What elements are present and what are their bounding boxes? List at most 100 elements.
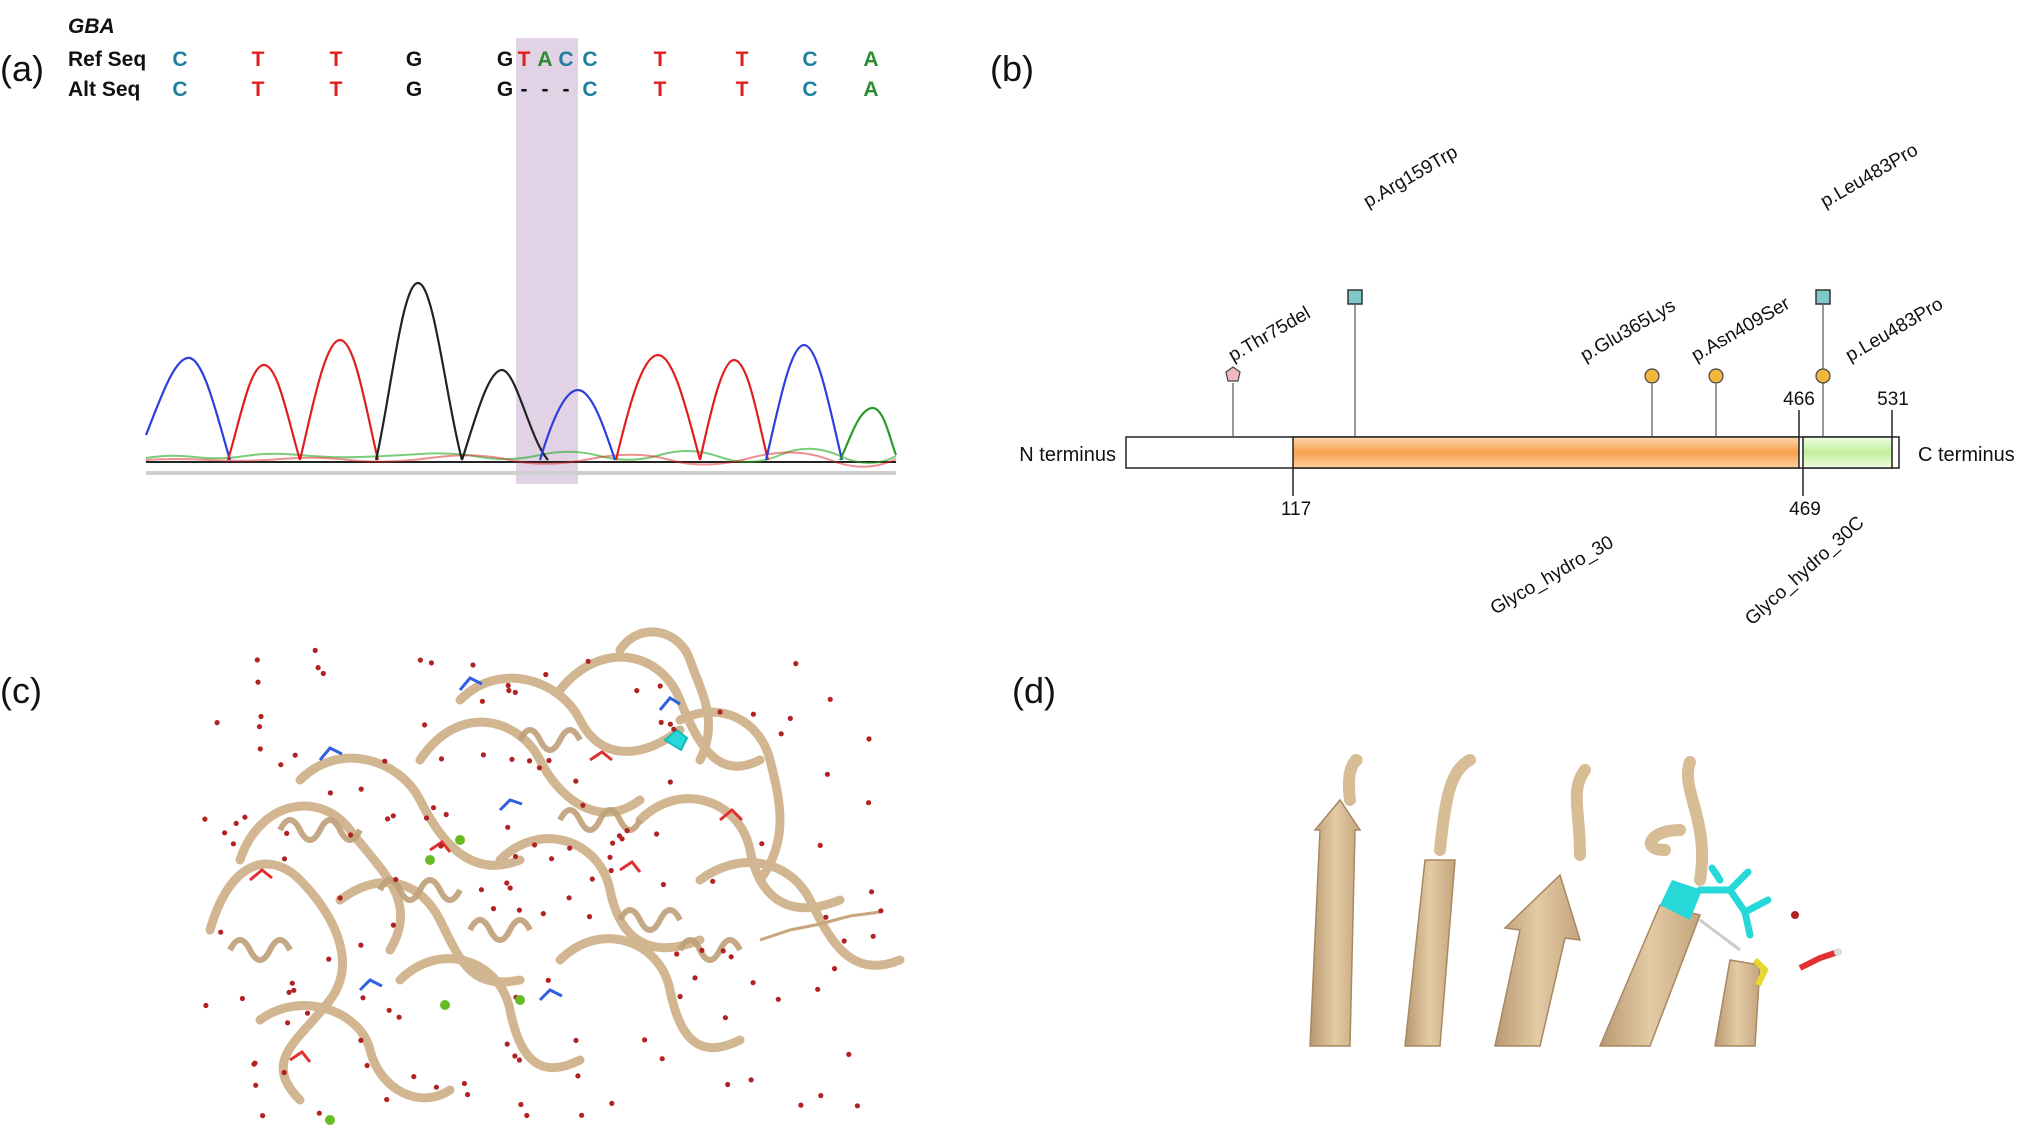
water-dot	[823, 914, 829, 920]
water-dot	[479, 698, 485, 704]
water-dot	[750, 980, 756, 986]
ref-seq-label: Ref Seq	[68, 48, 146, 71]
water-dot	[798, 1102, 804, 1108]
ref-base-2: T	[252, 48, 265, 71]
water-dot	[396, 1014, 402, 1020]
water-dot	[230, 841, 236, 847]
chromatogram-trace-a-1	[839, 406, 898, 461]
water-dot	[518, 1101, 524, 1108]
alt-base-9: C	[582, 78, 597, 101]
variant-marker-circle	[1815, 368, 1831, 384]
ref-base-5: G	[497, 48, 513, 71]
water-dot	[827, 696, 833, 702]
beta-strand-1	[1309, 798, 1362, 1047]
water-dot	[818, 1093, 824, 1099]
water-dot	[532, 842, 538, 848]
water-dot	[526, 758, 533, 764]
water-dot	[384, 1096, 390, 1103]
water-dot	[327, 790, 333, 796]
water-dot	[214, 720, 220, 726]
water-dot	[326, 956, 332, 962]
water-dot	[854, 1103, 861, 1109]
chromatogram	[144, 281, 898, 475]
alt-base-4: G	[406, 78, 422, 101]
water-dot	[364, 1062, 370, 1069]
variant-label: p.Thr75del	[1225, 303, 1314, 367]
hbond-line	[1699, 918, 1741, 952]
water-dot	[609, 1100, 615, 1106]
water-dot	[312, 647, 318, 654]
water-dot	[750, 711, 757, 717]
water-dot	[255, 679, 261, 685]
tick-531-label: 531	[1877, 389, 1909, 410]
panel-d-label: (d)	[1012, 670, 1056, 711]
zoom-loops	[1342, 754, 1709, 886]
alt-base-6: -	[521, 78, 528, 101]
water-dot	[659, 1056, 665, 1062]
water-dot	[218, 929, 224, 935]
water-dot	[667, 779, 673, 785]
water-dot	[607, 854, 613, 860]
water-dot	[289, 980, 295, 986]
ref-base-9: C	[582, 48, 597, 71]
water-dot	[358, 786, 364, 792]
panel-c-protein-structure	[202, 627, 905, 1125]
domain-label-glyco-hydro-30: Glyco_hydro_30	[1487, 532, 1617, 619]
water-dot	[411, 1074, 417, 1080]
water-dot	[512, 689, 518, 696]
alt-base-8: -	[563, 78, 570, 101]
water-dot	[717, 709, 723, 715]
alt-base-3: T	[330, 78, 343, 101]
water-dot	[759, 841, 765, 847]
water-dot	[257, 746, 263, 752]
water-dot	[490, 906, 497, 912]
water-dot	[524, 1112, 530, 1119]
water-dot	[567, 845, 573, 851]
water-dot	[841, 938, 847, 944]
water-dot	[608, 867, 614, 874]
water-dot	[870, 933, 876, 939]
alt-seq-label: Alt Seq	[68, 78, 140, 101]
water-dot	[203, 1002, 209, 1009]
water-dot	[824, 771, 831, 777]
water-dot	[358, 942, 364, 948]
water-dot	[866, 800, 872, 806]
n-terminus-label: N terminus	[1019, 444, 1116, 466]
water-dot	[634, 688, 640, 694]
water-dot	[787, 715, 793, 722]
alt-base-13: A	[863, 78, 878, 101]
variant-label: p.Arg159Trp	[1360, 142, 1461, 213]
variant-marker-square	[1347, 289, 1363, 305]
water-dot	[748, 1077, 754, 1083]
ref-base-1: C	[172, 48, 187, 71]
water-dot	[543, 671, 549, 678]
water-molecule	[1791, 911, 1799, 919]
chromatogram-trace-t-3	[614, 353, 702, 461]
water-dot	[430, 805, 437, 811]
water-dot	[586, 914, 593, 920]
water-dot	[478, 887, 484, 893]
deletion-highlight	[516, 38, 578, 484]
chromatogram-trace-t-1	[226, 363, 302, 461]
water-dot	[512, 1053, 518, 1059]
water-dot	[386, 1007, 392, 1013]
water-dot	[251, 1061, 257, 1067]
water-dot	[509, 756, 515, 762]
water-dot	[846, 1051, 852, 1057]
water-dot	[545, 977, 551, 983]
water-dot	[422, 722, 428, 728]
water-dot	[579, 1112, 585, 1118]
variant-label: p.Glu365Lys	[1577, 295, 1679, 366]
variant-thr75del: p.Thr75del	[1225, 303, 1314, 437]
water-dot	[575, 1073, 581, 1079]
water-dot	[428, 660, 434, 666]
water-dot	[546, 757, 552, 764]
water-dot	[315, 665, 321, 671]
panel-a-label: (a)	[0, 48, 44, 89]
water-dot	[624, 828, 630, 834]
ref-base-11: T	[736, 48, 749, 71]
panel-d-zoomed-structure	[1309, 754, 1842, 1047]
water-dot	[423, 815, 430, 821]
chromatogram-trace-g-2	[460, 368, 549, 461]
